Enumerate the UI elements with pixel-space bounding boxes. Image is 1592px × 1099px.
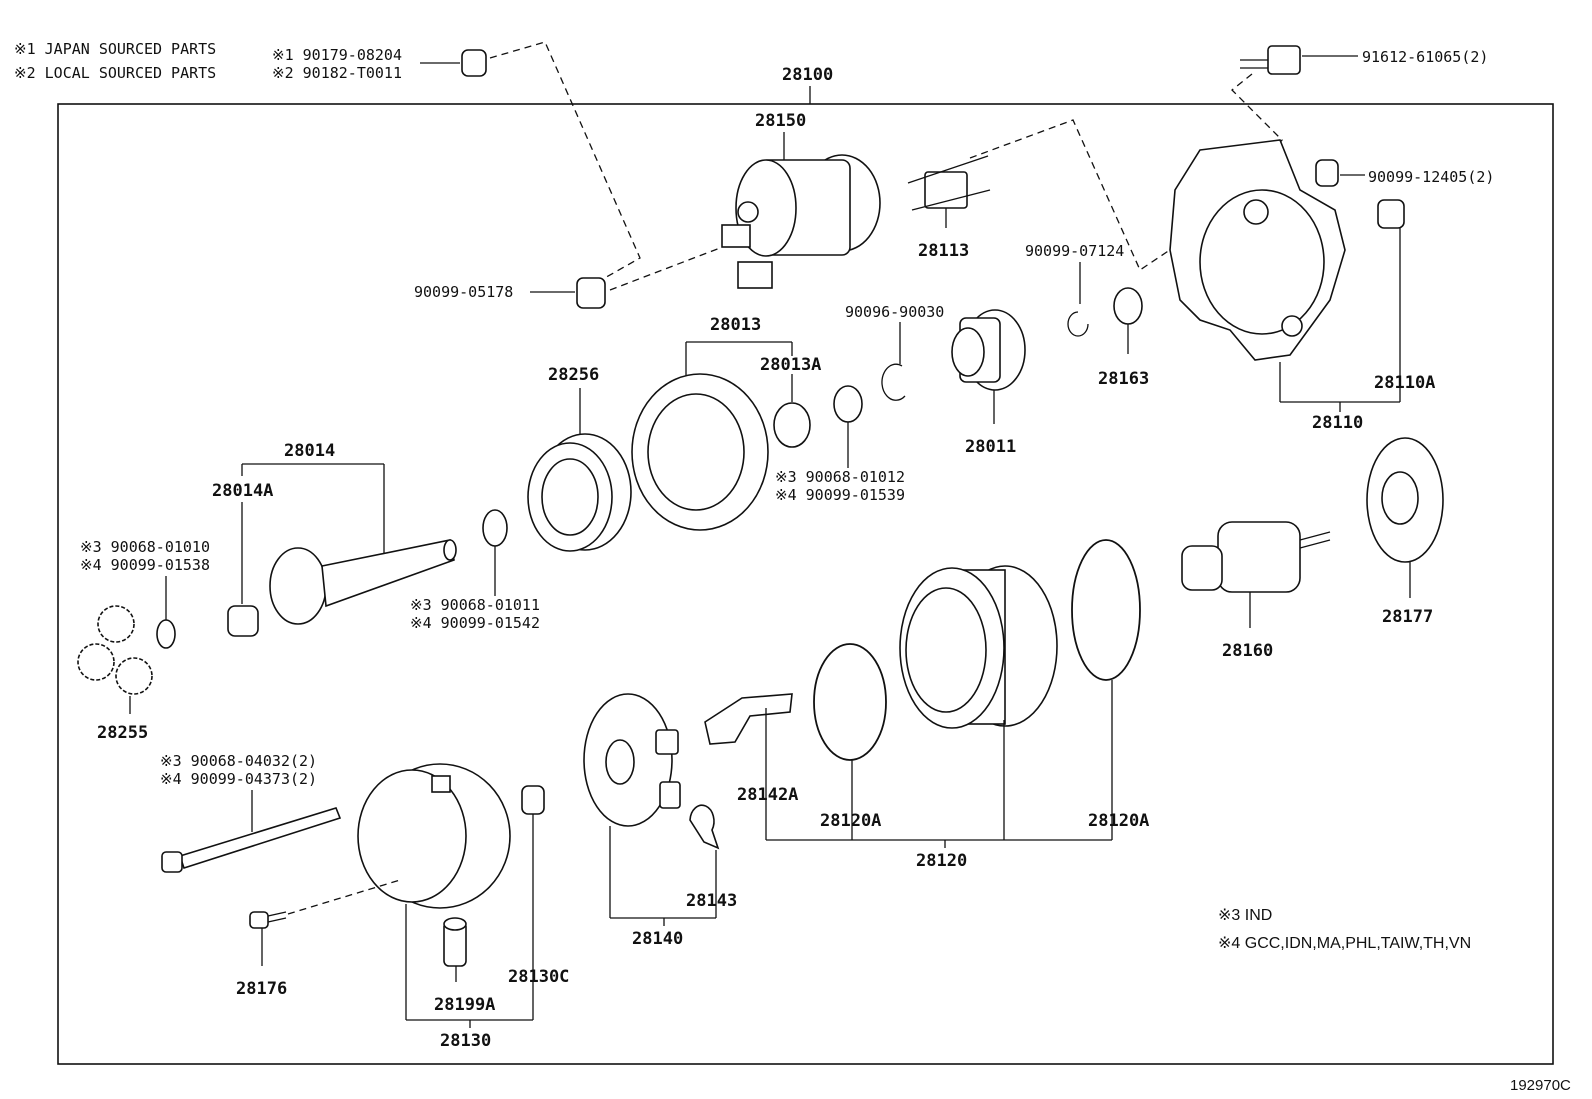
nut-90179	[461, 49, 487, 77]
label-28011: 28011	[965, 437, 1016, 457]
label-28163: 28163	[1098, 369, 1149, 389]
note-region-list: ※4 GCC,IDN,MA,PHL,TAIW,TH,VN	[1218, 935, 1471, 952]
label-28113: 28113	[918, 241, 969, 261]
armature-28160	[1181, 521, 1331, 593]
assembly-frame	[57, 103, 1554, 1065]
label-90099-01542: ※4 90099-01542	[410, 614, 540, 632]
label-28110A: 28110A	[1374, 373, 1435, 393]
cap-28199A	[443, 917, 467, 967]
insulator-28142A	[704, 693, 793, 745]
housing-28110	[1169, 139, 1346, 361]
label-28120: 28120	[916, 851, 967, 871]
snap-ring-90099-07124	[1067, 311, 1089, 337]
planetary-gears-28255	[77, 605, 153, 695]
label-28120A-left: 28120A	[820, 811, 881, 831]
end-frame-28130	[357, 763, 511, 909]
screw-28176	[249, 911, 287, 929]
label-28142A: 28142A	[737, 785, 798, 805]
label-90099-01538: ※4 90099-01538	[80, 556, 210, 574]
label-90096-90030: 90096-90030	[845, 303, 944, 321]
label-90099-05178: 90099-05178	[414, 283, 513, 301]
o-ring-28120A-right	[1071, 539, 1141, 681]
bolt-91612	[1240, 45, 1301, 75]
bearing-28013A	[773, 402, 811, 448]
label-90099-12405: 90099-12405(2)	[1368, 168, 1494, 186]
label-28014: 28014	[284, 441, 335, 461]
label-28160: 28160	[1222, 641, 1273, 661]
label-90068-04032: ※3 90068-04032(2)	[160, 752, 317, 770]
note-japan-sourced: ※1 JAPAN SOURCED PARTS	[14, 40, 216, 58]
yoke-28120	[899, 565, 1058, 729]
gear-housing-28013	[631, 373, 769, 531]
label-28140: 28140	[632, 929, 683, 949]
washer-90068-01011	[482, 509, 508, 547]
label-28014A: 28014A	[212, 481, 273, 501]
label-90068-01012: ※3 90068-01012	[775, 468, 905, 486]
bearing-28014A	[227, 605, 259, 637]
spring-28143	[689, 804, 720, 850]
label-28013: 28013	[710, 315, 761, 335]
label-28255: 28255	[97, 723, 148, 743]
note-local-sourced: ※2 LOCAL SOURCED PARTS	[14, 64, 216, 82]
label-28013A: 28013A	[760, 355, 821, 375]
washer-90068-01012	[833, 385, 863, 423]
label-28177: 28177	[1382, 607, 1433, 627]
through-bolt-90068-04032	[161, 807, 342, 873]
clip-90096-90030	[881, 363, 906, 401]
label-28120A-right: 28120A	[1088, 811, 1149, 831]
note-ind: ※3 IND	[1218, 907, 1272, 924]
brush-holder-28140	[583, 693, 681, 827]
plate-28177	[1366, 437, 1444, 563]
label-28176: 28176	[236, 979, 287, 999]
solenoid-28150	[721, 154, 881, 289]
internal-gear-28256	[527, 433, 632, 552]
label-28110: 28110	[1312, 413, 1363, 433]
label-28130: 28130	[440, 1031, 491, 1051]
collar-28163	[1113, 287, 1143, 325]
washer-90068-01010	[156, 619, 176, 649]
label-90179: ※1 90179-08204	[272, 46, 402, 64]
bushing-28110A	[1377, 199, 1405, 229]
o-ring-28120A-left	[813, 643, 887, 761]
clutch-28011	[951, 309, 1026, 391]
nut-90099-05178	[576, 277, 606, 309]
label-28143: 28143	[686, 891, 737, 911]
bushing-28130C	[521, 785, 545, 815]
label-90068-01010: ※3 90068-01010	[80, 538, 210, 556]
label-28199A: 28199A	[434, 995, 495, 1015]
label-28150: 28150	[755, 111, 806, 131]
nut-90099-12405	[1315, 159, 1339, 187]
label-90099-07124: 90099-07124	[1025, 242, 1124, 260]
label-90099-01539: ※4 90099-01539	[775, 486, 905, 504]
label-28130C: 28130C	[508, 967, 569, 987]
label-28100: 28100	[782, 65, 833, 85]
label-90099-04373: ※4 90099-04373(2)	[160, 770, 317, 788]
label-28256: 28256	[548, 365, 599, 385]
label-90182: ※2 90182-T0011	[272, 64, 402, 82]
contact-plate-28113	[907, 155, 991, 211]
label-91612: 91612-61065(2)	[1362, 48, 1488, 66]
figure-id: 192970C	[1510, 1077, 1571, 1094]
planetary-shaft-28014	[269, 539, 457, 625]
label-90068-01011: ※3 90068-01011	[410, 596, 540, 614]
